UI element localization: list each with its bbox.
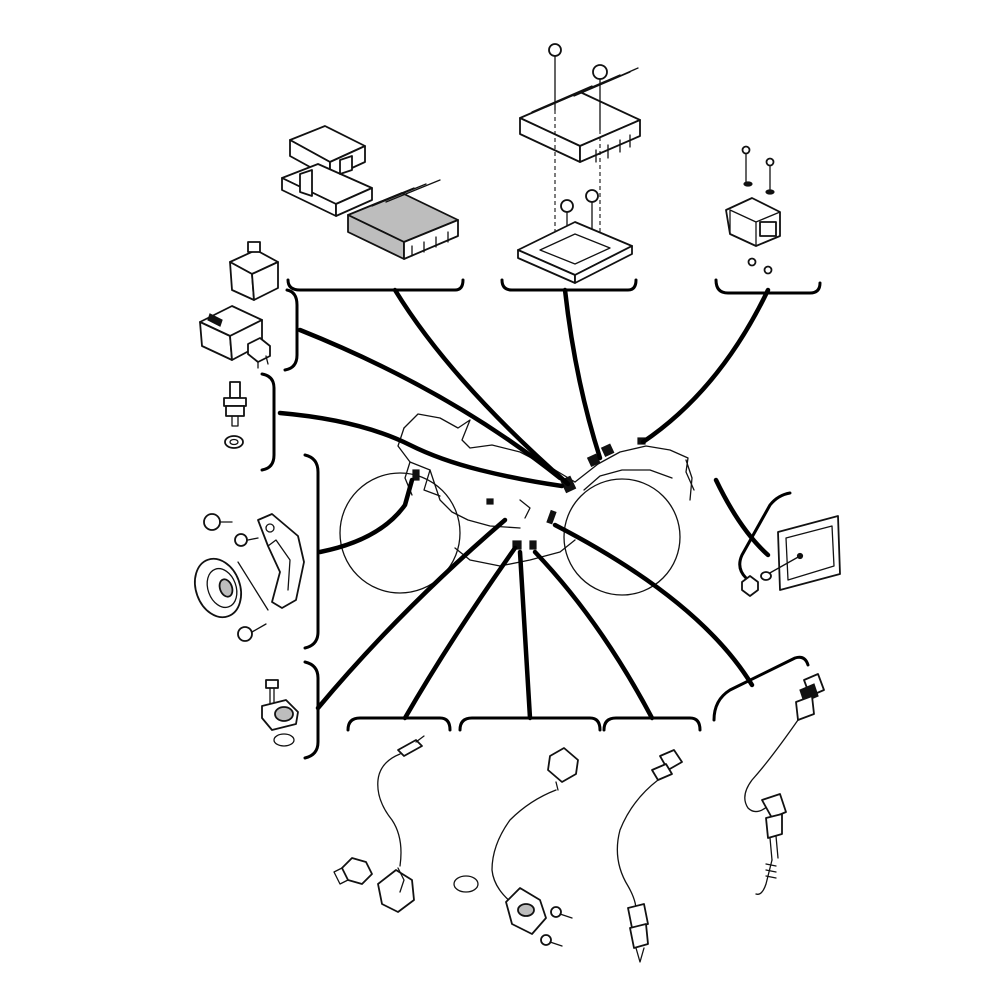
rectifier-regulator-icon [517, 43, 641, 284]
horn-icon [194, 513, 305, 642]
neutral-switch-icon [261, 679, 299, 747]
cdi-unit-icon [281, 125, 459, 260]
lean-angle-sensor-icon [725, 145, 781, 275]
brake-switch-icon [744, 673, 825, 895]
callout-brackets [260, 278, 822, 760]
leader-lines [277, 287, 771, 721]
reflector-icon [741, 515, 841, 597]
oxygen-sensor-icon [616, 749, 683, 963]
temperature-sensor-icon [223, 381, 247, 449]
relay-icon [199, 241, 279, 369]
pressure-switch-icon [333, 735, 425, 913]
speed-sensor-icon [453, 747, 579, 947]
motorcycle-outline-icon [339, 413, 695, 596]
